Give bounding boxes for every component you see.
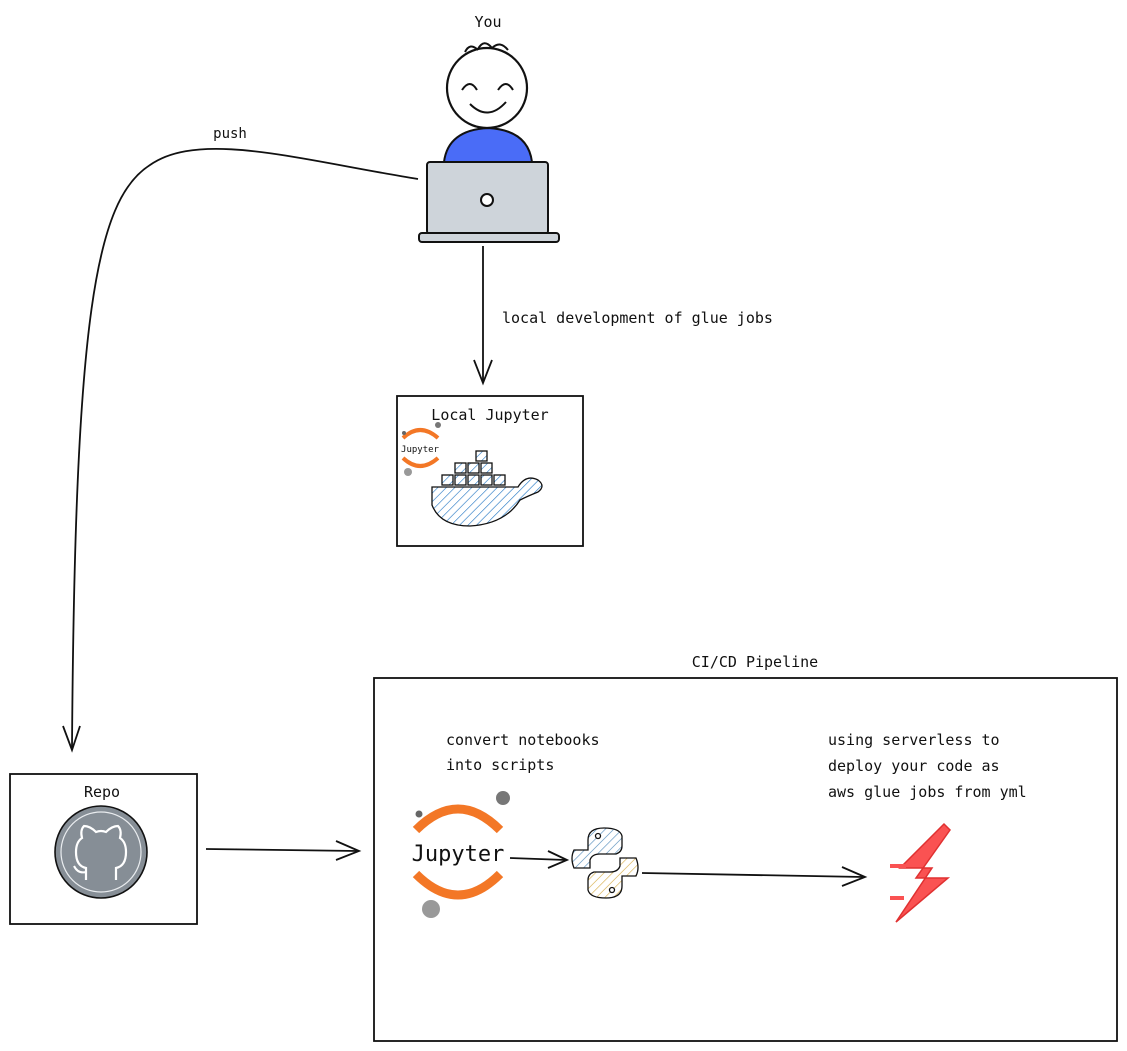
push-arrow <box>62 147 419 753</box>
github-icon <box>54 805 148 899</box>
local-dev-arrow <box>473 246 493 386</box>
repo-title: Repo <box>84 783 120 801</box>
deploy-text-line-3: aws glue jobs from yml <box>828 783 1027 801</box>
python-icon <box>571 827 639 899</box>
deploy-text-line-2: deploy your code as <box>828 757 1000 775</box>
deploy-text-line-1: using serverless to <box>828 731 1000 749</box>
serverless-icon <box>890 822 951 923</box>
laptop-icon <box>418 161 560 243</box>
docker-icon <box>431 450 543 527</box>
convert-text-line-1: convert notebooks <box>446 731 600 749</box>
local-dev-label: local development of glue jobs <box>502 309 773 327</box>
jupyter-icon: Jupyter <box>412 791 510 918</box>
person-icon <box>442 42 534 163</box>
python-to-serverless-arrow <box>641 866 868 887</box>
push-label: push <box>213 126 247 142</box>
local-jupyter-title: Local Jupyter <box>431 406 548 424</box>
convert-text-line-2: into scripts <box>446 756 554 774</box>
pipeline-jupyter-logo-text: Jupyter <box>412 842 505 867</box>
jupyter-to-python-arrow <box>509 850 570 869</box>
pipeline-box <box>373 677 1118 1042</box>
person-label: You <box>474 13 501 31</box>
jupyter-icon: Jupyter <box>401 422 441 476</box>
local-jupyter-logo-text: Jupyter <box>401 445 440 455</box>
repo-to-pipeline-arrow <box>205 840 362 861</box>
pipeline-title: CI/CD Pipeline <box>692 653 818 671</box>
